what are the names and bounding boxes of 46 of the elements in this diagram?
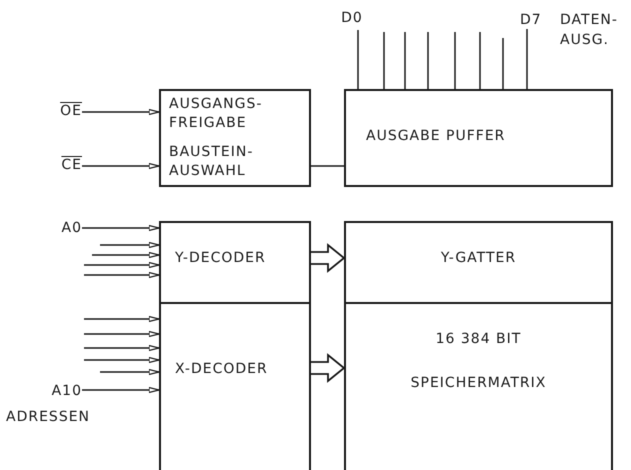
line <box>479 32 481 89</box>
arrow <box>82 386 160 394</box>
block-arrow <box>310 353 346 383</box>
signal-label: A0 <box>52 220 82 236</box>
block-label: SPEICHERMATRIX <box>410 374 548 393</box>
arrow <box>84 272 160 278</box>
arrow <box>82 224 160 232</box>
block-label: AUSGANGS- FREIGABE <box>169 95 264 133</box>
block-box <box>159 302 311 470</box>
arrow <box>100 368 160 376</box>
block-label: AUSGABE PUFFER <box>366 127 506 146</box>
arrow <box>100 242 160 248</box>
block-box <box>344 302 613 470</box>
block-label: 16 384 BIT <box>434 330 522 349</box>
line <box>383 32 385 89</box>
signal-label: D0 <box>338 10 366 30</box>
line <box>502 38 504 89</box>
arrow <box>84 330 160 338</box>
arrow <box>84 356 160 364</box>
signal-label: OE <box>40 103 82 121</box>
block-label: BAUSTEIN- AUSWAHL <box>169 143 254 181</box>
line <box>311 165 344 167</box>
arrow <box>82 108 160 116</box>
block-box <box>344 221 613 304</box>
arrow <box>82 162 160 170</box>
signal-label: D7 <box>520 12 540 29</box>
block-label: Y-DECODER <box>175 249 267 268</box>
block-label: X-DECODER <box>175 360 269 379</box>
line <box>427 32 429 89</box>
arrow <box>84 344 160 352</box>
signal-group-label: DATEN- AUSG. <box>560 11 619 50</box>
line <box>454 32 456 89</box>
block-label: Y-GATTER <box>440 249 518 268</box>
arrow <box>84 316 160 322</box>
line <box>357 30 359 89</box>
signal-label: A10 <box>40 383 82 398</box>
signal-group-label: ADRESSEN <box>6 408 92 427</box>
block-box <box>159 221 311 304</box>
signal-label: CE <box>40 157 82 175</box>
line <box>404 32 406 89</box>
block-box <box>159 89 311 187</box>
block-arrow <box>310 243 346 273</box>
line <box>526 29 528 89</box>
arrow <box>92 252 160 258</box>
arrow <box>84 262 160 268</box>
block-box <box>344 89 613 187</box>
